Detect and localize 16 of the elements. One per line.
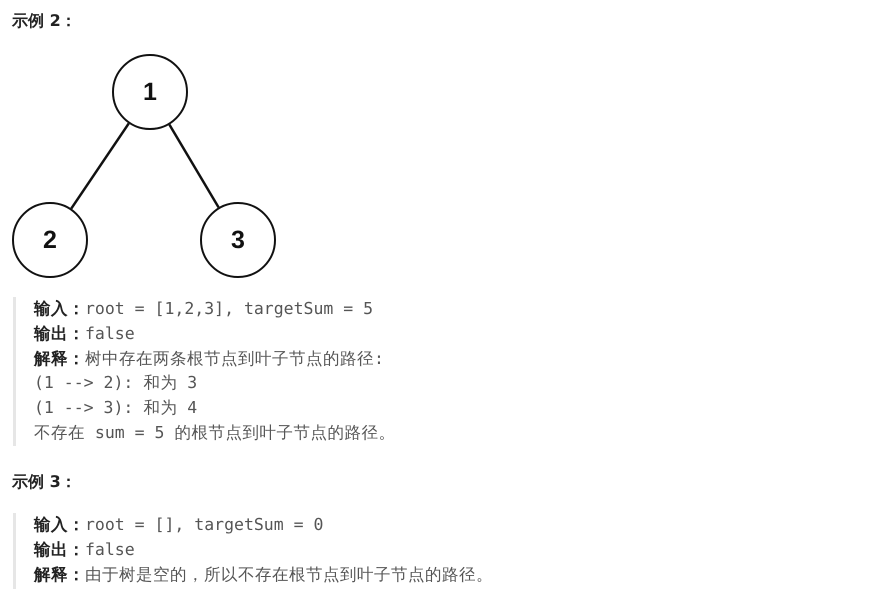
tree-edge [70, 122, 130, 210]
explanation-line: (1 --> 2): 和为 3 [34, 372, 198, 394]
input-line: 输入：root = [1,2,3], targetSum = 5 [34, 298, 374, 320]
example-heading: 示例 3： [12, 472, 77, 493]
explanation-line: 解释：由于树是空的，所以不存在根节点到叶子节点的路径。 [34, 564, 493, 586]
tree-node-circle: 1 [112, 54, 188, 130]
example-heading: 示例 2： [12, 11, 77, 32]
explanation-line: 解释：树中存在两条根节点到叶子节点的路径: [34, 348, 384, 370]
output-line: 输出：false [34, 323, 135, 345]
output-line: 输出：false [34, 539, 135, 561]
tree-node-circle: 2 [12, 202, 88, 278]
tree-edge [168, 124, 220, 208]
explanation-line: 不存在 sum = 5 的根节点到叶子节点的路径。 [34, 422, 396, 444]
input-line: 输入：root = [], targetSum = 0 [34, 514, 324, 536]
explanation-line: (1 --> 3): 和为 4 [34, 397, 198, 419]
tree-node-circle: 3 [200, 202, 276, 278]
